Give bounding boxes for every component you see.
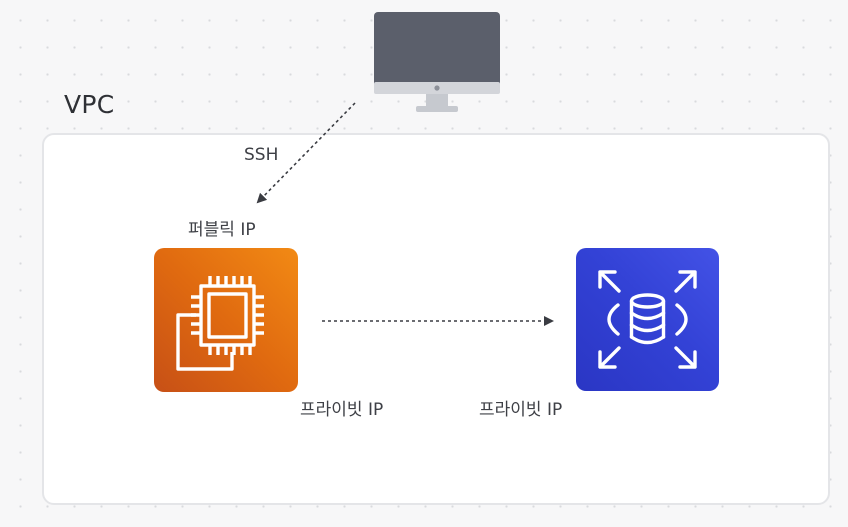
ssh-connector-arrow xyxy=(256,102,356,204)
ec2-instance-icon xyxy=(154,248,298,392)
public-ip-label: 퍼블릭 IP xyxy=(188,220,256,240)
rds-private-ip-label: 프라이빗 IP xyxy=(479,400,563,420)
ssh-label: SSH xyxy=(244,145,279,165)
desktop-computer-icon xyxy=(374,12,500,115)
ec2-private-ip-label: 프라이빗 IP xyxy=(300,400,384,420)
rds-database-icon xyxy=(576,248,719,391)
vpc-label: VPC xyxy=(64,90,115,119)
